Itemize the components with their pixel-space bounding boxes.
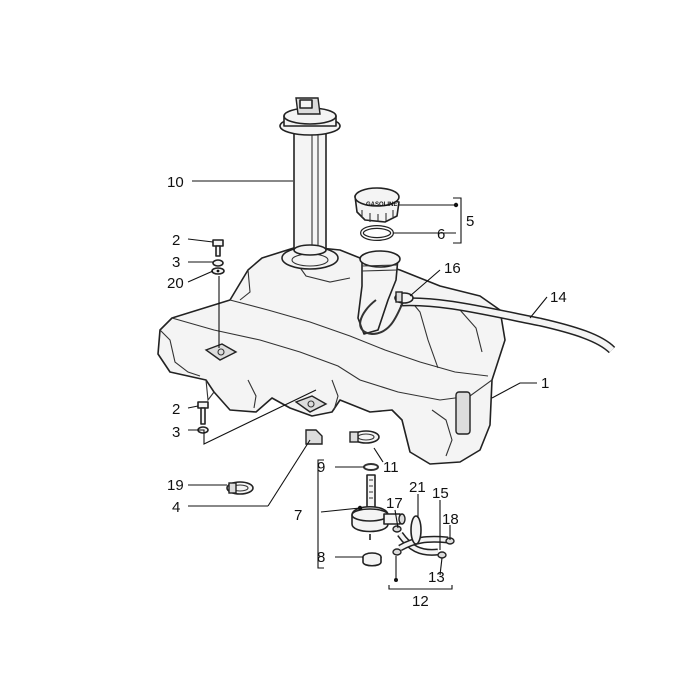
callout-18: 18 xyxy=(442,511,459,528)
hose-clamp-16 xyxy=(394,291,414,304)
callout-15: 15 xyxy=(432,485,449,502)
fuel-hoses xyxy=(392,515,455,559)
bolt-upper xyxy=(211,239,225,275)
callout-3-upper: 3 xyxy=(172,254,180,271)
callout-6: 6 xyxy=(437,226,445,243)
callout-5: 5 xyxy=(466,213,474,230)
callout-3-lower: 3 xyxy=(172,424,180,441)
fuel-tap xyxy=(351,463,406,567)
callout-7: 7 xyxy=(294,507,302,524)
bolt-lower xyxy=(197,401,209,434)
fuel-cap: GASOLINE xyxy=(354,187,400,223)
hose-clip-19 xyxy=(226,481,254,495)
callout-16: 16 xyxy=(444,260,461,277)
callout-17: 17 xyxy=(386,495,403,512)
cap-gasket xyxy=(360,225,394,241)
fuel-tank xyxy=(157,245,506,465)
hose-clamp-11 xyxy=(349,430,380,444)
callout-21: 21 xyxy=(409,479,426,496)
callout-10: 10 xyxy=(167,174,184,191)
callout-2-lower: 2 xyxy=(172,401,180,418)
callout-labels: 1 2 2 3 3 4 5 6 7 8 9 10 11 12 13 14 15 … xyxy=(167,174,567,610)
callout-19: 19 xyxy=(167,477,184,494)
cap-label: GASOLINE xyxy=(366,202,397,208)
callout-2-upper: 2 xyxy=(172,232,180,249)
breather-hose xyxy=(359,297,616,354)
callout-4: 4 xyxy=(172,499,180,516)
callout-20: 20 xyxy=(167,275,184,292)
callout-9: 9 xyxy=(317,459,325,476)
callout-11: 11 xyxy=(383,459,399,476)
callout-13: 13 xyxy=(428,569,445,586)
leader-lines xyxy=(187,180,548,590)
callout-14: 14 xyxy=(550,289,567,306)
callout-1: 1 xyxy=(541,375,549,392)
callout-12: 12 xyxy=(412,593,429,610)
fuel-level-sender xyxy=(279,97,341,256)
callout-8: 8 xyxy=(317,549,325,566)
